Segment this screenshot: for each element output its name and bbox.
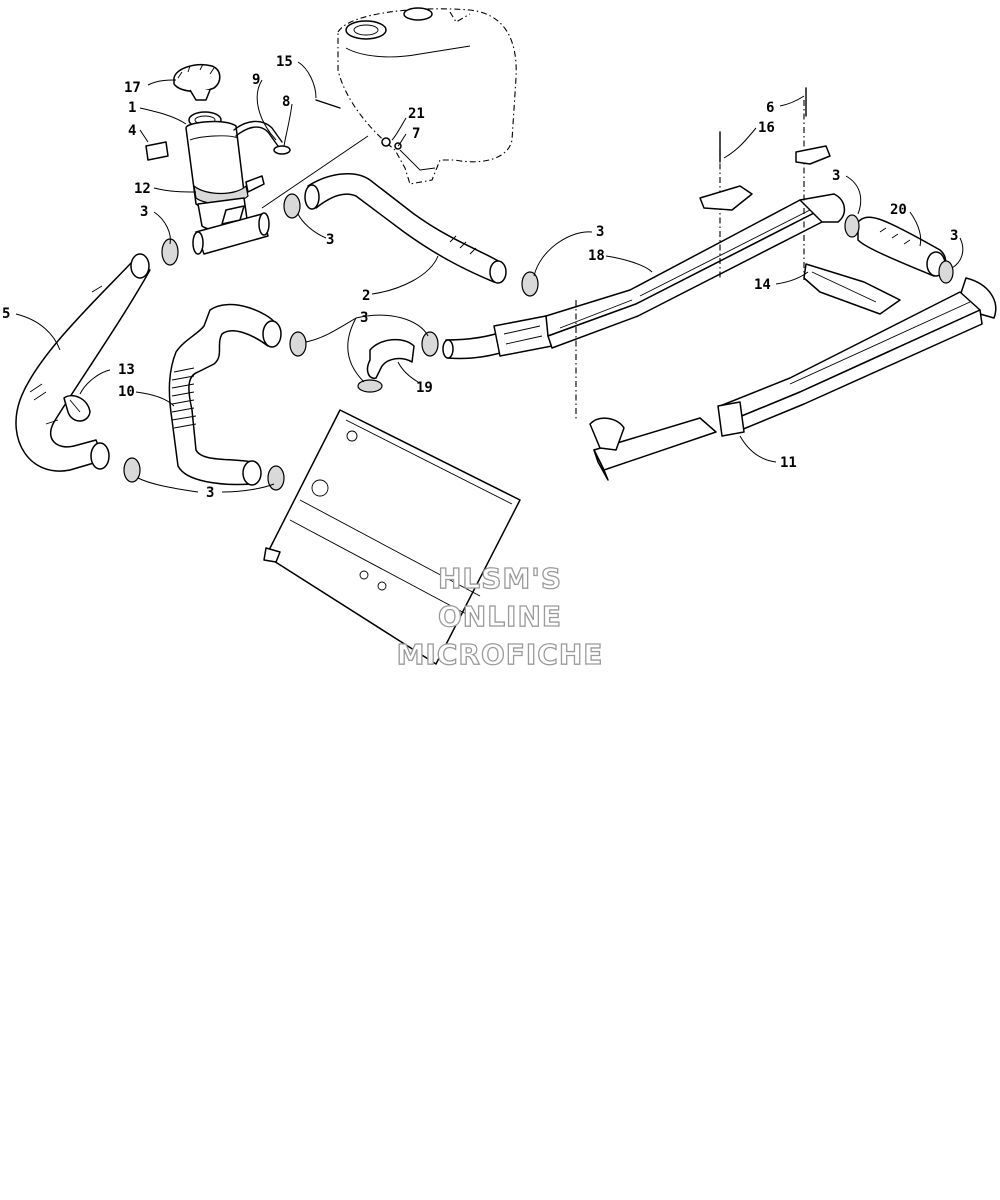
callout-12: 12 xyxy=(134,181,151,197)
callout-7: 7 xyxy=(412,126,420,142)
callout-14: 14 xyxy=(754,277,771,293)
callout-21: 21 xyxy=(408,106,425,122)
callout-10: 10 xyxy=(118,384,135,400)
watermark: HLSM'S ONLINE MICROFICHE xyxy=(396,561,604,671)
callout-3-b: 3 xyxy=(326,232,334,248)
callout-2: 2 xyxy=(362,288,370,304)
callout-8: 8 xyxy=(282,94,290,110)
callout-3-a: 3 xyxy=(140,204,148,220)
callout-9: 9 xyxy=(252,72,260,88)
callout-13: 13 xyxy=(118,362,135,378)
callout-labels: 17 9 15 1 8 21 7 4 12 3 3 5 13 10 3 2 3 … xyxy=(2,54,958,501)
callout-1: 1 xyxy=(128,100,136,116)
hose-5-illustration xyxy=(15,193,301,483)
callout-17: 17 xyxy=(124,80,141,96)
hose-10-illustration xyxy=(168,303,307,491)
reservoir-assembly xyxy=(145,63,291,232)
hose-19-illustration xyxy=(357,329,515,393)
callout-11: 11 xyxy=(780,455,797,471)
callout-4: 4 xyxy=(128,123,136,139)
callout-5: 5 xyxy=(2,306,10,322)
callout-3-d: 3 xyxy=(360,310,368,326)
panel-illustration xyxy=(263,409,521,665)
hose-2-illustration xyxy=(304,173,539,297)
callout-3-f: 3 xyxy=(832,168,840,184)
callout-3-g: 3 xyxy=(950,228,958,244)
watermark-line-1: HLSM'S xyxy=(438,562,562,595)
callout-16: 16 xyxy=(758,120,775,136)
callout-3-e: 3 xyxy=(596,224,604,240)
callout-3-c: 3 xyxy=(206,485,214,501)
callout-6: 6 xyxy=(766,100,774,116)
callout-18: 18 xyxy=(588,248,605,264)
watermark-line-3: MICROFICHE xyxy=(397,638,604,671)
heat-exchanger-illustration xyxy=(493,87,997,481)
tank-illustration xyxy=(337,7,517,185)
watermark-line-2: ONLINE xyxy=(438,600,562,633)
leader-lines xyxy=(15,61,964,493)
callout-20: 20 xyxy=(890,202,907,218)
callout-19: 19 xyxy=(416,380,433,396)
callout-15: 15 xyxy=(276,54,293,70)
